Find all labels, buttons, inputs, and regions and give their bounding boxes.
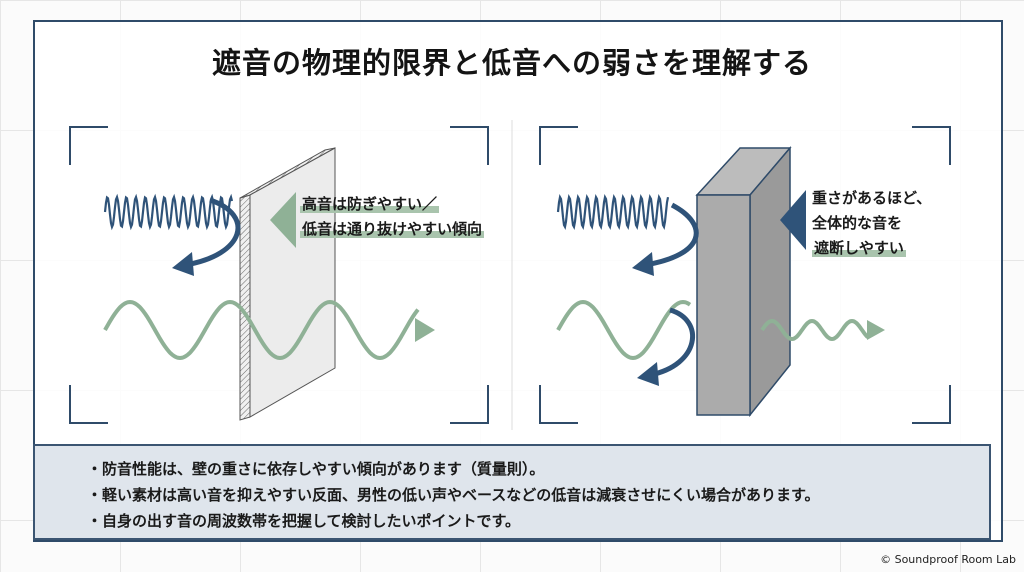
copyright: © Soundproof Room Lab bbox=[880, 553, 1016, 566]
left-label-pointer bbox=[270, 192, 296, 248]
label-line: 低音は通り抜けやすい傾向 bbox=[300, 220, 485, 238]
wave-arrow-head bbox=[415, 318, 435, 342]
attenuated-wave bbox=[760, 318, 870, 342]
reflect-arrow-head bbox=[637, 362, 659, 386]
left-label: 高音は防ぎやすい／ 低音は通り抜けやすい傾向 bbox=[300, 192, 485, 242]
label-line: 全体的な音を bbox=[812, 214, 903, 232]
thin-wall bbox=[239, 147, 336, 421]
low-frequency-wave bbox=[103, 299, 420, 361]
reflect-arrow bbox=[649, 307, 696, 378]
label-line: 重さがあるほど、 bbox=[812, 189, 932, 207]
bullet: ・自身の出す音の周波数帯を把握して検討したいポイントです。 bbox=[87, 512, 521, 530]
heavy-wall bbox=[695, 145, 792, 418]
bullet: ・防音性能は、壁の重さに依存しやすい傾向があります（質量則）。 bbox=[87, 460, 545, 478]
page-title: 遮音の物理的限界と低音への弱さを理解する bbox=[211, 46, 812, 80]
right-label: 重さがあるほど、 全体的な音を 遮断しやすい bbox=[812, 186, 931, 261]
reflect-arrow-head bbox=[172, 252, 194, 276]
label-line: 遮断しやすい bbox=[812, 239, 906, 257]
right-label-pointer bbox=[780, 190, 806, 250]
low-frequency-wave bbox=[556, 299, 692, 361]
reflect-arrow-head bbox=[632, 252, 654, 276]
info-box: ・防音性能は、壁の重さに依存しやすい傾向があります（質量則）。 ・軽い素材は高い… bbox=[33, 444, 991, 540]
panel-brackets bbox=[69, 126, 951, 424]
label-line: 高音は防ぎやすい／ bbox=[300, 195, 440, 213]
high-frequency-wave bbox=[556, 194, 670, 230]
wave-arrow-head bbox=[867, 320, 885, 340]
reflect-arrow bbox=[184, 197, 241, 268]
reflect-arrow bbox=[644, 202, 699, 268]
bullet: ・軽い素材は高い音を抑えやすい反面、男性の低い声やベースなどの低音は減衰させにく… bbox=[87, 486, 820, 504]
